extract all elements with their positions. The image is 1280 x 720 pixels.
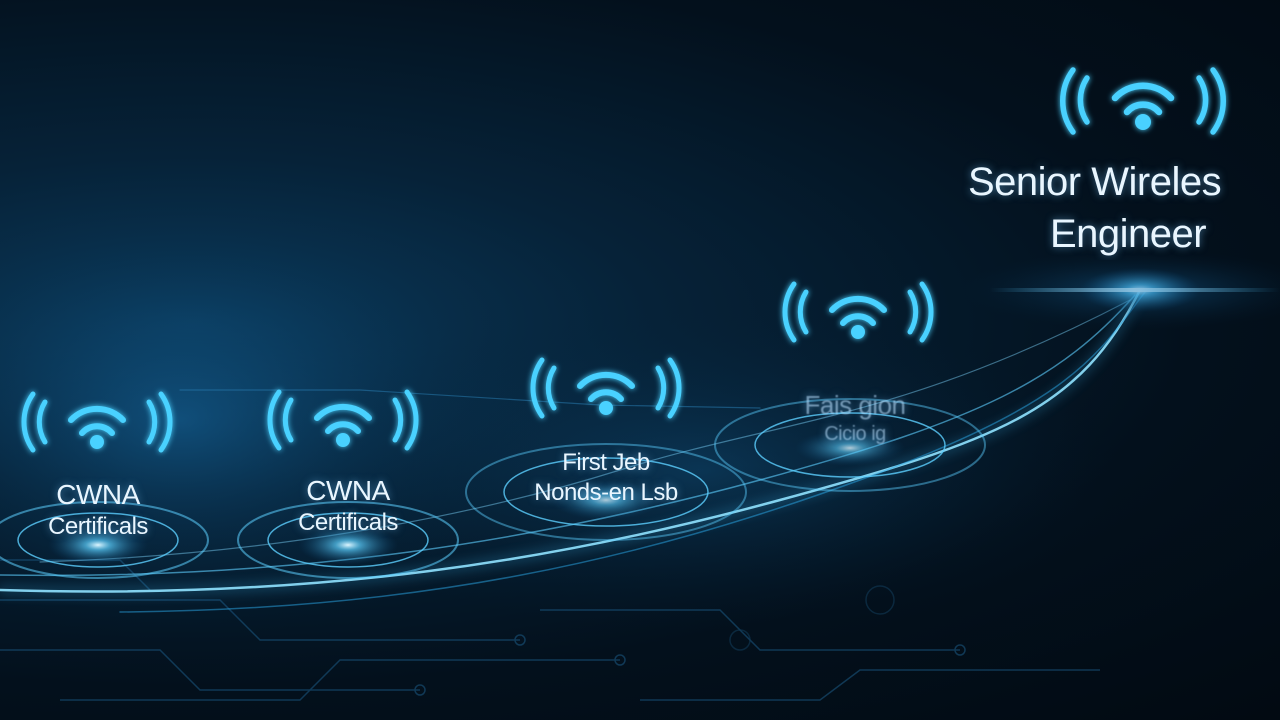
node-platform-1 xyxy=(0,501,209,579)
wifi-icon xyxy=(267,389,419,451)
stage-title: Senior Wireles xyxy=(968,160,1222,204)
stage-subtitle: Engineer xyxy=(1050,212,1207,256)
stage-cwna-2: CWNA Certificals xyxy=(268,474,428,538)
stage-title: Fais gion xyxy=(804,390,907,420)
wifi-icon xyxy=(530,357,682,419)
ambient-haze xyxy=(280,310,1120,630)
stage-title: CWNA xyxy=(306,475,390,506)
node-platform-3 xyxy=(465,443,747,541)
stage-first-job: First Jeb Nonds-en Lsb xyxy=(496,448,716,508)
node-platform-2 xyxy=(237,501,459,579)
stage-title: First Jeb xyxy=(562,449,650,476)
stage-4: Fais gion Cicio ig xyxy=(760,388,950,446)
stage-subtitle: Nonds-en Lsb xyxy=(534,479,678,506)
stage-senior-wireless-engineer: Senior Wireles Engineer xyxy=(960,156,1280,260)
stage-title: CWNA xyxy=(56,479,140,510)
circuit-traces xyxy=(0,559,1100,701)
wifi-icon xyxy=(1060,67,1226,135)
stage-cwna-1: CWNA Certificals xyxy=(18,478,178,542)
stage-subtitle: Cicio ig xyxy=(824,423,886,445)
node-platform-4 xyxy=(714,398,986,492)
wifi-icon xyxy=(21,391,173,453)
final-node-flare xyxy=(960,250,1280,330)
wifi-icon xyxy=(782,281,934,343)
stage-subtitle: Certificals xyxy=(298,509,398,536)
stage-subtitle: Certificals xyxy=(48,513,148,540)
